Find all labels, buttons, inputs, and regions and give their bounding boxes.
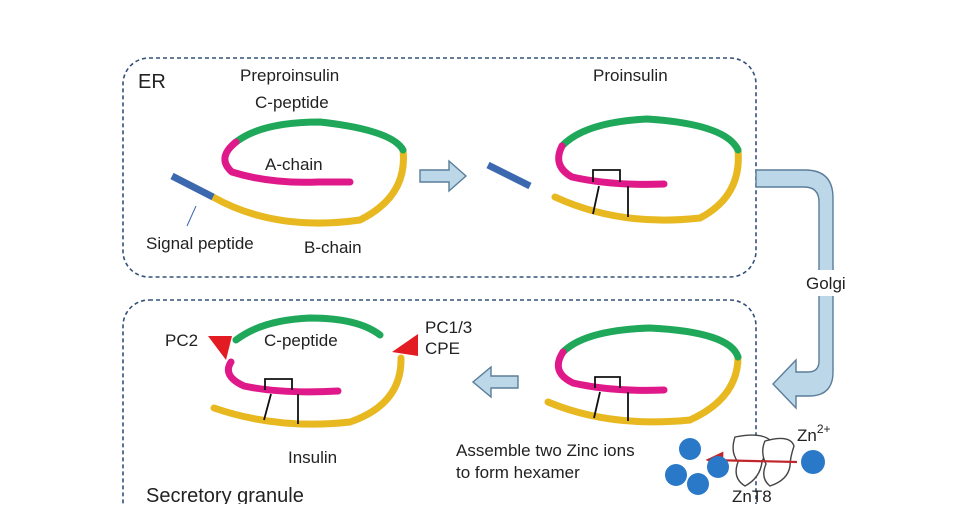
disulfide-bond-left (263, 393, 272, 421)
zn-symbol: Zn (797, 426, 817, 445)
preproinsulin-molecule (170, 118, 407, 227)
a-chain-strand (555, 142, 668, 188)
pc2-cleavage-marker (208, 336, 232, 360)
golgi-label-background (800, 270, 850, 296)
signal-peptide-pointer (186, 205, 197, 227)
assemble-line-2: to form hexamer (456, 463, 580, 482)
zinc-ion (665, 464, 687, 486)
disulfide-bond-box (264, 378, 293, 390)
b-chain-strand (209, 146, 407, 227)
free-c-peptide (232, 314, 384, 344)
a-chain-strand (554, 348, 668, 394)
znt8-label: ZnT8 (732, 487, 772, 504)
disulfide-bond-left (593, 391, 601, 419)
process-arrow-right (419, 159, 468, 193)
golgi-label: Golgi (806, 274, 846, 293)
a-chain-strand (221, 138, 354, 186)
secretory-granule-label: Secretory granule (146, 485, 304, 504)
c-peptide-bottom-label: C-peptide (264, 331, 338, 350)
disulfide-bond-box (594, 376, 621, 388)
b-chain-strand (551, 146, 742, 224)
process-arrow-left (471, 365, 519, 399)
assemble-line-1: Assemble two Zinc ions (456, 441, 635, 460)
cpe-label: CPE (425, 339, 460, 358)
disulfide-bond-box (592, 169, 621, 182)
zinc-ion (687, 473, 709, 495)
c-peptide-strand (232, 118, 407, 154)
zn-charge: 2+ (817, 422, 831, 436)
c-peptide-strand (559, 324, 742, 361)
insulin-molecule (210, 314, 405, 428)
signal-peptide-label: Signal peptide (146, 234, 254, 253)
pc13-cleavage-marker (392, 334, 418, 356)
golgi-transfer-arrow (755, 169, 834, 410)
b-chain-label: B-chain (304, 238, 362, 257)
zinc-ion-outside (801, 450, 825, 474)
c-peptide-top-label: C-peptide (255, 93, 329, 112)
secretory-granule-box (122, 299, 757, 509)
er-compartment-box (122, 57, 757, 278)
signal-peptide-strand (170, 172, 215, 201)
a-chain-strand (224, 358, 342, 396)
zinc-ion (679, 438, 701, 460)
preproinsulin-label: Preproinsulin (240, 66, 339, 85)
b-chain-strand (544, 353, 742, 426)
granule-proinsulin-molecule (544, 324, 742, 426)
cleaved-signal-peptide (486, 161, 532, 190)
zn-label: Zn2+ (797, 422, 831, 445)
proinsulin-label: Proinsulin (593, 66, 668, 85)
b-chain-strand (210, 354, 405, 428)
a-chain-label: A-chain (265, 155, 323, 174)
proinsulin-molecule (486, 115, 742, 224)
zinc-ion (707, 456, 729, 478)
pc13-label: PC1/3 (425, 318, 472, 337)
disulfide-bond-left (592, 185, 600, 215)
c-peptide-strand (558, 115, 742, 154)
insulin-label: Insulin (288, 448, 337, 467)
er-label: ER (138, 71, 166, 93)
pc2-label: PC2 (165, 331, 198, 350)
